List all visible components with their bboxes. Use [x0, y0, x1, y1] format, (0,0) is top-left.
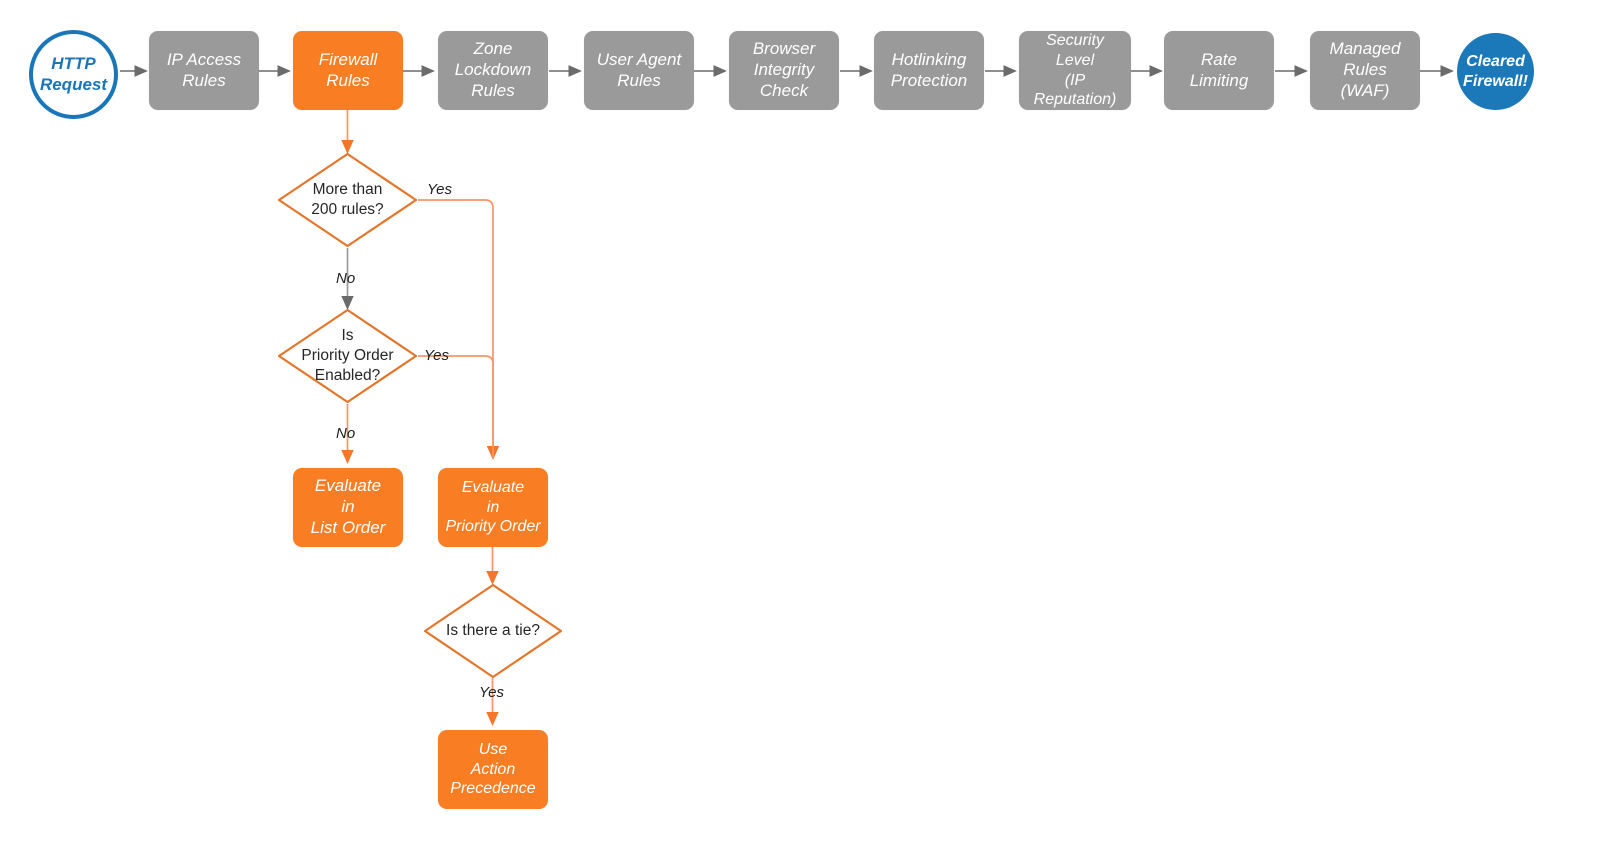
diamond-outline-is-there-a-tie — [423, 583, 563, 679]
node-http-request[interactable]: HTTP Request — [29, 30, 118, 119]
node-label-rate-limiting: Rate Limiting — [1189, 49, 1249, 90]
node-label-evaluate-list-order: Evaluate in List Order — [310, 476, 386, 537]
node-label-zone-lockdown-rules: Zone Lockdown Rules — [454, 39, 532, 100]
node-label-http-request: HTTP Request — [39, 54, 108, 94]
node-label-user-agent-rules: User Agent Rules — [596, 49, 682, 90]
node-label-firewall-rules: Firewall Rules — [318, 49, 378, 90]
node-label-is-there-a-tie: Is there a tie? — [446, 622, 540, 640]
node-cleared-firewall[interactable]: Cleared Firewall! — [1457, 33, 1534, 110]
node-hotlinking-protection[interactable]: Hotlinking Protection — [874, 31, 984, 110]
node-managed-rules-waf[interactable]: Managed Rules (WAF) — [1310, 31, 1420, 110]
node-label-evaluate-priority-order: Evaluate in Priority Order — [445, 479, 541, 536]
node-label-hotlinking-protection: Hotlinking Protection — [890, 49, 968, 90]
node-decision-is-there-a-tie[interactable]: Is there a tie? — [423, 583, 563, 679]
node-zone-lockdown-rules[interactable]: Zone Lockdown Rules — [438, 31, 548, 110]
node-user-agent-rules[interactable]: User Agent Rules — [584, 31, 694, 110]
node-label-use-action-precedence: Use Action Precedence — [450, 741, 536, 798]
node-decision-more-than-200-rules[interactable]: More than 200 rules? — [277, 152, 418, 248]
edge-label-no-priority-order: No — [336, 425, 356, 442]
node-evaluate-priority-order[interactable]: Evaluate in Priority Order — [438, 468, 548, 547]
edge-label-yes-is-there-a-tie: Yes — [479, 684, 505, 701]
node-evaluate-list-order[interactable]: Evaluate in List Order — [293, 468, 403, 547]
node-firewall-rules[interactable]: Firewall Rules — [293, 31, 403, 110]
node-use-action-precedence[interactable]: Use Action Precedence — [438, 730, 548, 809]
edge-priorityorder-yes — [418, 355, 494, 458]
edge-label-no-more-than-200: No — [336, 270, 356, 287]
node-label-cleared-firewall: Cleared Firewall! — [1463, 53, 1528, 90]
edge-label-yes-priority-order: Yes — [424, 347, 450, 364]
node-decision-priority-order-enabled[interactable]: Is Priority Order Enabled? — [277, 308, 418, 404]
node-label-more-than-200-rules: More than 200 rules? — [311, 181, 384, 218]
node-ip-access-rules[interactable]: IP Access Rules — [149, 31, 259, 110]
node-label-browser-integrity-check: Browser Integrity Check — [752, 39, 816, 100]
diamond-outline-priority-order — [277, 308, 418, 404]
edge-label-yes-more-than-200: Yes — [427, 181, 453, 198]
node-security-level[interactable]: Security Level (IP Reputation) — [1019, 31, 1131, 110]
node-rate-limiting[interactable]: Rate Limiting — [1164, 31, 1274, 110]
node-browser-integrity-check[interactable]: Browser Integrity Check — [729, 31, 839, 110]
node-label-security-level: Security Level (IP Reputation) — [1033, 32, 1117, 109]
node-label-managed-rules-waf: Managed Rules (WAF) — [1329, 39, 1401, 100]
diamond-outline-more-than-200 — [277, 152, 418, 248]
node-label-priority-order-enabled: Is Priority Order Enabled? — [301, 327, 394, 384]
node-label-ip-access-rules: IP Access Rules — [166, 49, 242, 90]
edge-decision200-yes — [418, 199, 500, 461]
